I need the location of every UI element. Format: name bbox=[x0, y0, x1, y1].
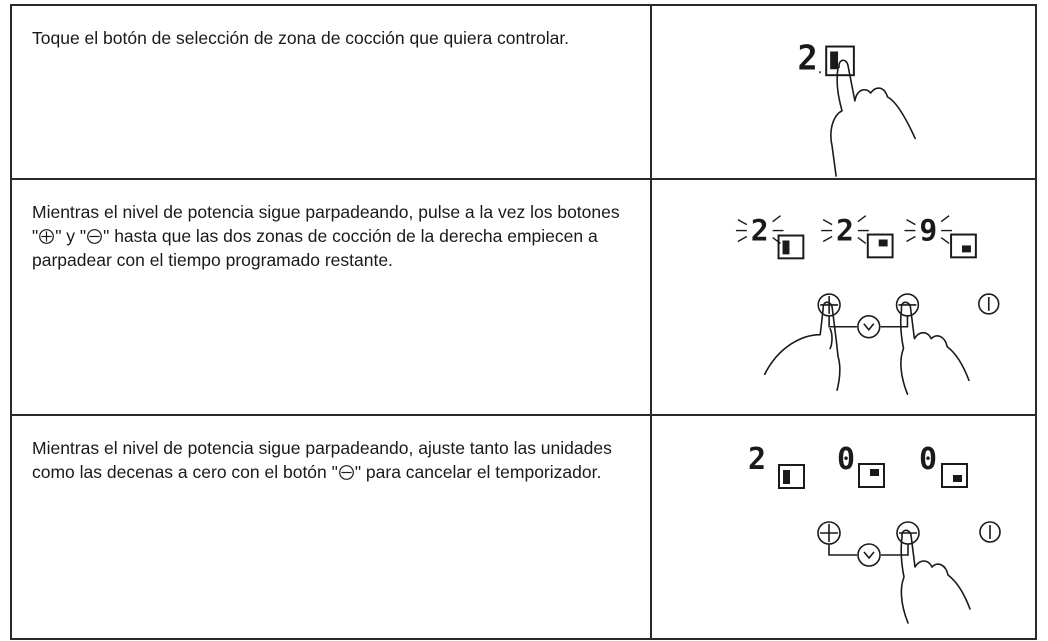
step-2-illustration: 2 2 9 bbox=[735, 213, 1000, 395]
display-digit: 2 bbox=[798, 38, 818, 77]
pointing-hand-icon bbox=[763, 301, 841, 391]
plus-circle-icon bbox=[817, 293, 841, 317]
step-row-1: Toque el botón de selección de zona de c… bbox=[12, 6, 1035, 180]
display-digit: 9 bbox=[919, 213, 937, 248]
display-digit: 2 bbox=[751, 213, 769, 248]
blink-rays bbox=[735, 215, 784, 245]
minus-circle-icon bbox=[895, 293, 920, 317]
power-icon bbox=[978, 293, 1000, 315]
step-3-text-b: " para cancelar el temporizador. bbox=[354, 462, 602, 482]
display-digit: 2 bbox=[836, 213, 854, 248]
display-zone-2: 2 bbox=[821, 213, 894, 259]
pointing-hand-icon bbox=[899, 301, 970, 395]
plus-circle-icon bbox=[817, 521, 841, 545]
zone-select-button-icon bbox=[825, 45, 855, 77]
step-2-text-c: " hasta que las dos zonas de cocción de … bbox=[32, 226, 598, 270]
minus-circle-icon bbox=[896, 521, 920, 545]
blink-rays bbox=[821, 215, 869, 245]
display-digit: 2 bbox=[748, 442, 766, 477]
step-3-illustration: 2 0 0 bbox=[748, 442, 1001, 624]
minus-circle-icon bbox=[87, 229, 103, 244]
column-divider bbox=[650, 6, 652, 178]
display-zone-3: 9 bbox=[904, 213, 977, 259]
step-3-text-a: Mientras el nivel de potencia sigue parp… bbox=[32, 438, 612, 482]
step-2-text: Mientras el nivel de potencia sigue parp… bbox=[32, 200, 628, 272]
column-divider bbox=[650, 416, 652, 638]
pointing-hand-icon bbox=[830, 59, 916, 177]
step-1-illustration: 2 bbox=[798, 38, 916, 177]
display-zone-1: 2 bbox=[748, 442, 805, 489]
display-zone-2: 0 bbox=[837, 442, 885, 488]
minus-circle-icon bbox=[338, 465, 354, 480]
display-zone-3: 0 bbox=[919, 442, 968, 488]
step-row-3: Mientras el nivel de potencia sigue parp… bbox=[12, 416, 1035, 638]
display-digit: 0 bbox=[919, 442, 937, 477]
step-1-text: Toque el botón de selección de zona de c… bbox=[32, 28, 570, 48]
timer-icon bbox=[857, 315, 881, 339]
column-divider bbox=[650, 180, 652, 414]
step-row-2: Mientras el nivel de potencia sigue parp… bbox=[12, 180, 1035, 416]
display-digit: 0 bbox=[837, 442, 855, 477]
display-zone-1: 2 bbox=[735, 213, 805, 260]
plus-circle-icon bbox=[39, 229, 55, 244]
timer-icon bbox=[857, 543, 881, 567]
step-2-text-a: Mientras el nivel de potencia sigue parp… bbox=[32, 202, 620, 246]
pointing-hand-icon bbox=[900, 529, 971, 624]
power-icon bbox=[979, 521, 1001, 543]
step-2-text-b: " y " bbox=[55, 226, 87, 246]
step-3-text: Mientras el nivel de potencia sigue parp… bbox=[32, 436, 628, 484]
instruction-table: Toque el botón de selección de zona de c… bbox=[10, 4, 1037, 640]
blink-rays bbox=[904, 215, 953, 245]
